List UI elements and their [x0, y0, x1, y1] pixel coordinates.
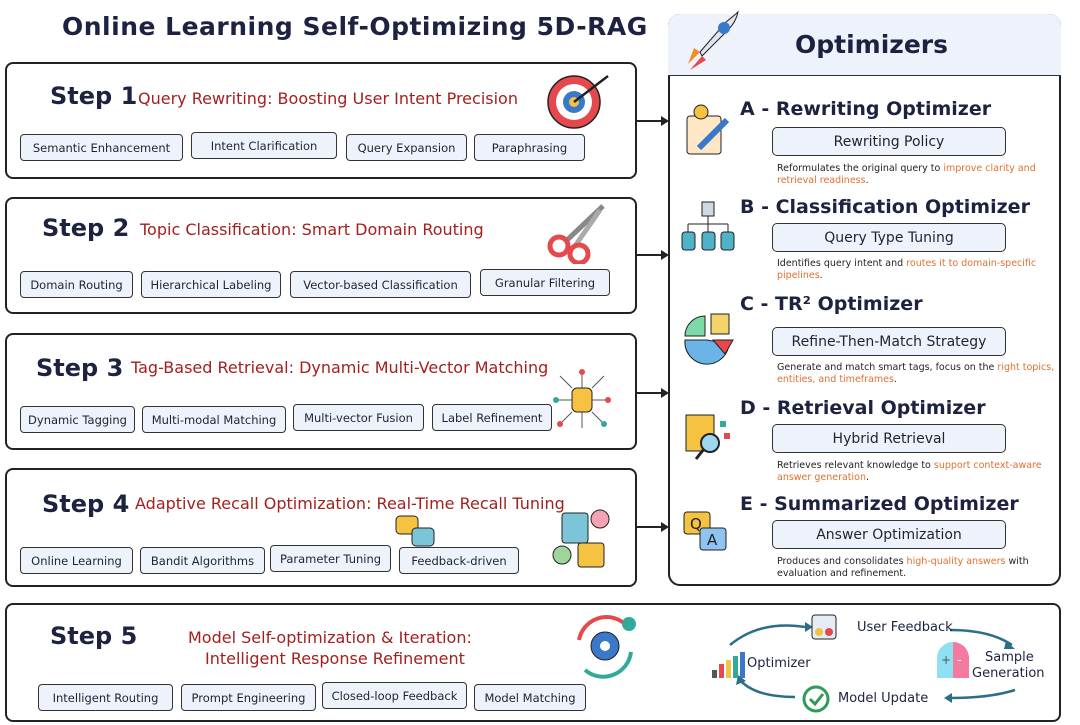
optimizer-c-title: C - TR² Optimizer — [740, 293, 923, 315]
multi-vector-database-icon — [553, 369, 611, 428]
cycle-optimizer: Optimizer — [747, 656, 811, 671]
optimizer-a-title: A - Rewriting Optimizer — [740, 98, 992, 120]
step-5-subtitle-line1: Model Self-optimization & Iteration: — [188, 628, 472, 647]
chip: Paraphrasing — [474, 134, 585, 161]
svg-text:-: - — [957, 653, 961, 667]
scissors-icon — [547, 204, 605, 264]
user-feedback-icon — [811, 614, 837, 640]
arrow-step2-optimizers — [637, 250, 669, 260]
model-update-check-icon — [802, 685, 830, 713]
diagram-title: Online Learning Self-Optimizing 5D-RAG — [62, 12, 648, 41]
step-3-label: Step 3 — [36, 354, 124, 382]
chip: Multi-vector Fusion — [293, 404, 424, 431]
optimizer-b-desc: Identifies query intent and routes it to… — [777, 258, 1037, 281]
chip: Granular Filtering — [480, 269, 610, 296]
optimizer-d-box: Hybrid Retrieval — [772, 424, 1006, 453]
feedback-chat-icon — [395, 515, 435, 547]
qa-chat-icon: QA — [683, 511, 727, 551]
chip: Model Matching — [474, 684, 586, 711]
svg-text:A: A — [707, 531, 718, 549]
arrow-step4-optimizers — [637, 522, 669, 532]
step-4-label: Step 4 — [42, 490, 130, 518]
optimizer-c-desc: Generate and match smart tags, focus on … — [777, 362, 1055, 385]
chip: Dynamic Tagging — [20, 406, 135, 433]
chip: Prompt Engineering — [181, 684, 316, 711]
chip: Online Learning — [20, 547, 133, 574]
pie-chart-icon — [684, 313, 734, 365]
optimizer-b-title: B - Classification Optimizer — [740, 196, 1030, 218]
chip: Parameter Tuning — [270, 545, 391, 572]
chip: Query Expansion — [346, 134, 467, 161]
optimizers-panel — [668, 14, 1061, 586]
chip: Intent Clarification — [191, 132, 337, 159]
optimizer-c-box: Refine-Then-Match Strategy — [772, 327, 1006, 356]
cycle-sample-generation-line2: Generation — [972, 666, 1045, 681]
step-1-subtitle: Query Rewriting: Boosting User Intent Pr… — [138, 89, 518, 108]
arrow-step1-optimizers — [637, 116, 669, 126]
target-icon — [547, 75, 609, 129]
lightbulb-pen-icon — [686, 104, 730, 155]
optimizer-b-box: Query Type Tuning — [772, 223, 1006, 252]
svg-text:+: + — [941, 653, 951, 667]
step-1-label: Step 1 — [50, 82, 138, 110]
step-2-subtitle: Topic Classification: Smart Domain Routi… — [140, 220, 484, 239]
chip: Intelligent Routing — [38, 684, 173, 711]
optimizer-e-box: Answer Optimization — [772, 520, 1006, 549]
optimizer-a-desc: Reformulates the original query to impro… — [777, 163, 1036, 186]
cycle-sample-generation-line1: Sample — [985, 650, 1034, 665]
gear-cycle-icon — [577, 615, 636, 679]
step-3-subtitle: Tag-Based Retrieval: Dynamic Multi-Vecto… — [131, 358, 549, 377]
optimizer-a-box: Rewriting Policy — [772, 127, 1006, 156]
optimizer-d-title: D - Retrieval Optimizer — [740, 397, 986, 419]
chip: Multi-modal Matching — [142, 406, 286, 433]
svg-text:Q: Q — [690, 515, 702, 533]
chip: Semantic Enhancement — [20, 134, 183, 161]
step-5-subtitle-line2: Intelligent Response Refinement — [205, 649, 465, 668]
step-5-label: Step 5 — [50, 622, 138, 650]
cycle-user-feedback: User Feedback — [857, 620, 953, 635]
optimizers-title: Optimizers — [795, 30, 949, 59]
step-2-label: Step 2 — [42, 214, 130, 242]
feedback-cycle-arrows — [729, 622, 1016, 703]
rocket-icon — [688, 10, 739, 70]
hierarchy-icon — [681, 201, 735, 251]
recall-tuning-icon — [552, 509, 610, 568]
chip: Domain Routing — [20, 271, 133, 298]
step-4-subtitle: Adaptive Recall Optimization: Real-Time … — [135, 494, 565, 513]
chip: Label Refinement — [432, 404, 552, 431]
cycle-model-update: Model Update — [838, 691, 929, 706]
head-plus-minus-icon: +- — [937, 642, 969, 678]
chip: Bandit Algorithms — [140, 547, 265, 574]
chip: Feedback-driven — [399, 547, 519, 574]
arrow-step3-optimizers — [637, 388, 669, 398]
optimizer-e-desc: Produces and consolidates high-quality a… — [777, 556, 1029, 579]
document-search-icon — [685, 414, 730, 460]
optimizer-e-title: E - Summarized Optimizer — [740, 493, 1019, 515]
optimizer-d-desc: Retrieves relevant knowledge to support … — [777, 460, 1042, 483]
optimizers-header — [668, 14, 1061, 76]
chip: Hierarchical Labeling — [141, 271, 281, 298]
chip: Closed-loop Feedback — [322, 682, 467, 709]
optimizer-chart-icon — [712, 652, 745, 678]
chip: Vector-based Classification — [290, 271, 471, 298]
